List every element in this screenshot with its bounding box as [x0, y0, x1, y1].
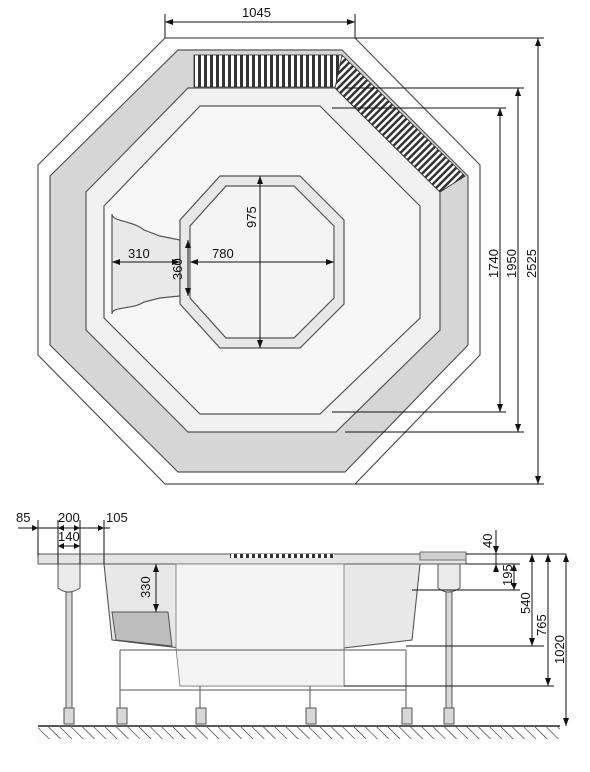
- support-frame: [119, 649, 407, 712]
- dim-inner-length: 1740: [486, 249, 501, 278]
- floor-hatch: [38, 727, 560, 739]
- side-dims: 85 200 105 140 330 40: [16, 510, 569, 726]
- grille-top: [193, 54, 343, 88]
- dim-well-height: 975: [244, 206, 259, 228]
- dim-width-top: 1045: [242, 5, 271, 20]
- dim-total-height: 1020: [552, 635, 567, 664]
- rim-perforation: [230, 554, 334, 558]
- side-view: 85 200 105 140 330 40: [16, 510, 569, 739]
- dim-rim-right: 105: [106, 510, 128, 525]
- rim-end-cap: [419, 551, 467, 561]
- legs: [63, 591, 455, 725]
- dim-depth-c: 765: [534, 614, 549, 636]
- top-dims: 1045 310 360 780 975: [112, 5, 544, 485]
- dim-rim-left: 85: [16, 510, 30, 525]
- dim-rim-mid: 200: [58, 510, 80, 525]
- dim-depth-b: 540: [518, 592, 533, 614]
- dim-lip-height: 40: [480, 534, 495, 548]
- dim-overall: 2525: [524, 249, 539, 278]
- dim-seat-depth: 310: [128, 246, 150, 261]
- drain-left: [57, 563, 81, 593]
- dim-seat-height: 330: [138, 576, 153, 598]
- side-seat: [111, 611, 173, 647]
- dim-mid-length: 1950: [504, 249, 519, 278]
- dim-drain-width: 140: [58, 529, 80, 544]
- top-view: 1045 310 360 780 975: [37, 5, 544, 485]
- grille-diagonal: [334, 54, 466, 193]
- dim-depth-a: 195: [500, 564, 515, 586]
- dim-seat-width: 360: [170, 258, 185, 280]
- dim-well-width: 780: [212, 246, 234, 261]
- drain-right: [437, 563, 461, 593]
- tub-inner-wall: [175, 563, 345, 687]
